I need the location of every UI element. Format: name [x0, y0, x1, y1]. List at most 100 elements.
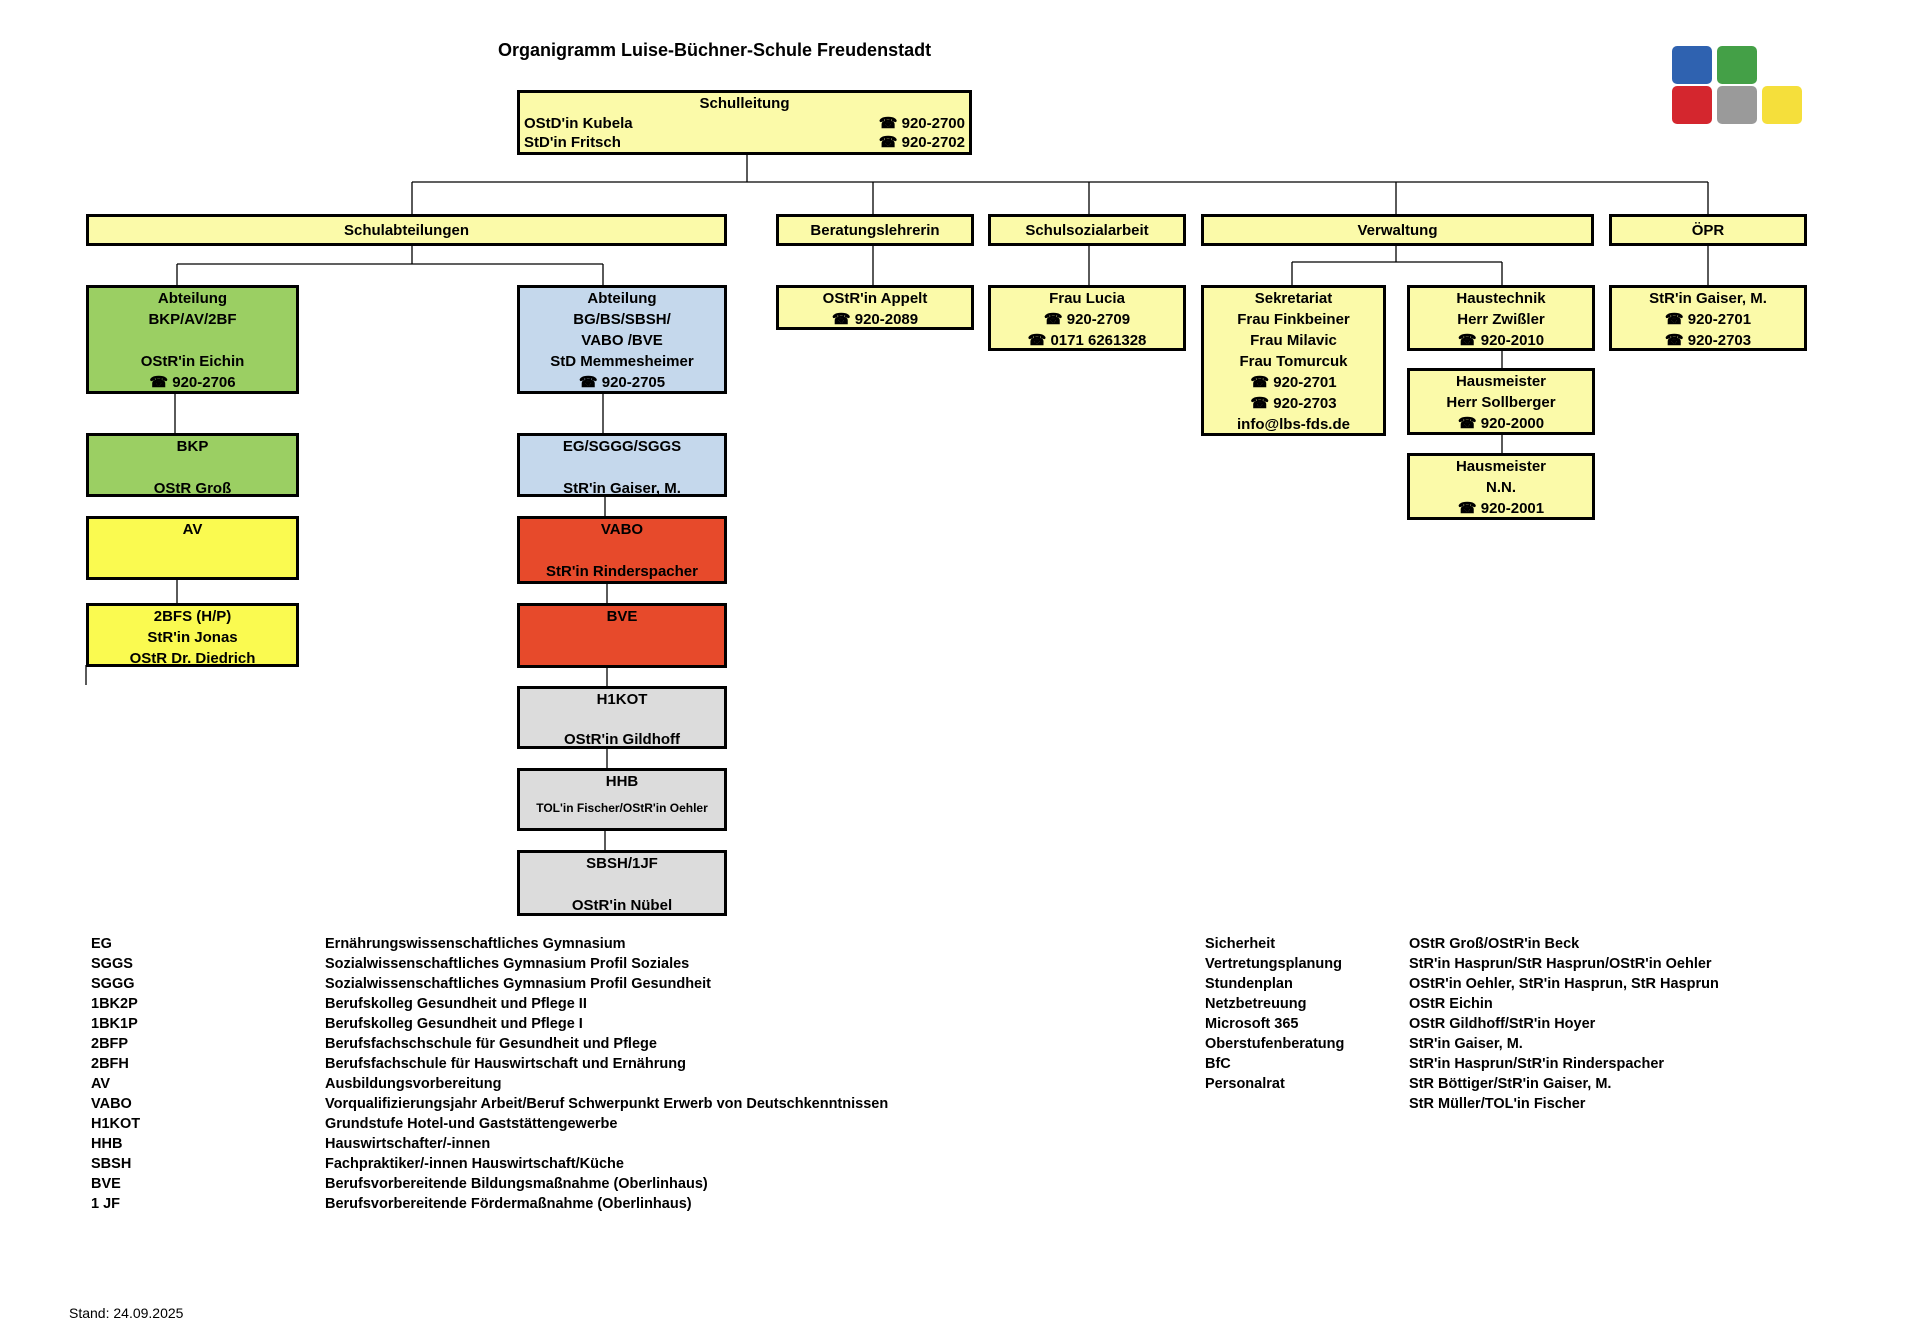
beratungslehrerin-box: Beratungslehrerin — [776, 214, 974, 246]
schulleitung-name: StD'in Fritsch — [524, 134, 621, 151]
box-line — [520, 874, 724, 895]
abbrev-key: 1BK1P — [91, 1016, 138, 1032]
hhb-box: HHB TOL'in Fischer/OStR'in Oehler — [517, 768, 727, 831]
school-logo — [1672, 46, 1812, 126]
box-line: ☎ 920-2701 — [1250, 374, 1337, 391]
schulleitung-phone: ☎ 920-2702 — [878, 134, 965, 151]
abbrev-key: SBSH — [91, 1156, 132, 1172]
logo-square-red — [1672, 86, 1712, 124]
box-line: StR'in Gaiser, M. — [1649, 290, 1767, 307]
schulleitung-title: Schulleitung — [699, 95, 790, 112]
sekretariat-box: Sekretariat Frau Finkbeiner Frau Milavic… — [1201, 285, 1386, 436]
oepr-gaiser-box: StR'in Gaiser, M. ☎ 920-2701 ☎ 920-2703 — [1609, 285, 1807, 351]
abbrev-value: Grundstufe Hotel-und Gaststättengewerbe — [325, 1116, 618, 1132]
logo-square-blue — [1672, 46, 1712, 84]
box-line: BG/BS/SBSH/ — [573, 311, 671, 328]
box-line: Hausmeister — [1455, 458, 1547, 475]
schulleitung-box: Schulleitung OStD'in Kubela ☎ 920-2700 S… — [517, 90, 972, 155]
role-value: OStR Eichin — [1409, 996, 1493, 1012]
2bfs-box: 2BFS (H/P) StR'in Jonas OStR Dr. Diedric… — [86, 603, 299, 667]
page-title: Organigramm Luise-Büchner-Schule Freuden… — [498, 40, 932, 60]
abbrev-value: Sozialwissenschaftliches Gymnasium Profi… — [325, 956, 690, 972]
box-line: H1KOT — [596, 691, 648, 708]
abbrev-value: Berufskolleg Gesundheit und Pflege I — [325, 1016, 583, 1032]
box-line: Abteilung — [587, 290, 657, 307]
schulsozialarbeit-box: Schulsozialarbeit — [988, 214, 1186, 246]
box-line: info@lbs-fds.de — [1237, 416, 1350, 433]
box-line — [520, 540, 724, 561]
role-value: StR'in Gaiser, M. — [1409, 1036, 1523, 1052]
lucia-box: Frau Lucia ☎ 920-2709 ☎ 0171 6261328 — [988, 285, 1186, 351]
logo-square-gray — [1717, 86, 1757, 124]
box-line: StR'in Gaiser, M. — [563, 480, 681, 497]
box-line: VABO — [600, 521, 644, 538]
abbrev-value: Berufsvorbereitende Bildungsmaßnahme (Ob… — [325, 1176, 708, 1192]
box-line: OStR'in Eichin — [140, 353, 245, 370]
box-line: StD Memmesheimer — [550, 353, 694, 370]
abbrev-value: Ausbildungsvorbereitung — [325, 1076, 502, 1092]
abbrev-key: EG — [91, 936, 112, 952]
box-line: ☎ 920-2089 — [831, 311, 919, 328]
box-line: ☎ 920-2703 — [1250, 395, 1337, 412]
abbrev-value: Berufsfachschule für Hauswirtschaft und … — [325, 1056, 686, 1072]
av-box: AV — [86, 516, 299, 580]
abbrev-value: Berufskolleg Gesundheit und Pflege II — [325, 996, 587, 1012]
abbrev-key: AV — [91, 1076, 111, 1092]
abbrev-value: Berufsfachschschule für Gesundheit und P… — [325, 1036, 657, 1052]
box-line: StR'in Jonas — [147, 629, 238, 646]
stand-date: Stand: 24.09.2025 — [69, 1305, 184, 1321]
schulabteilungen-label: Schulabteilungen — [343, 221, 469, 239]
abbrev-value: Vorqualifizierungsjahr Arbeit/Beruf Schw… — [325, 1096, 889, 1112]
abbrev-key: HHB — [91, 1136, 123, 1152]
role-key: Stundenplan — [1205, 976, 1293, 992]
box-line: StR'in Rinderspacher — [546, 563, 698, 580]
box-line: Frau Milavic — [1250, 332, 1337, 349]
box-line: Hausmeister — [1455, 373, 1547, 390]
bkp-box: BKP OStR Groß — [86, 433, 299, 497]
box-line: Frau Finkbeiner — [1237, 311, 1350, 328]
abbrev-key: 1 JF — [91, 1196, 121, 1212]
abbrev-value: Fachpraktiker/-innen Hauswirtschaft/Küch… — [325, 1156, 624, 1172]
box-line: Herr Sollberger — [1446, 394, 1556, 411]
schulleitung-phone: ☎ 920-2700 — [878, 115, 965, 132]
box-line: OStR Groß — [153, 480, 232, 497]
box-line: ☎ 920-2001 — [1457, 500, 1545, 517]
beratungslehrerin-label: Beratungslehrerin — [810, 221, 940, 239]
box-line: ☎ 920-2705 — [578, 374, 666, 391]
box-line: Haustechnik — [1456, 290, 1546, 307]
role-keys: Sicherheit Vertretungsplanung Stundenpla… — [1205, 934, 1395, 1114]
abbreviation-values: Ernährungswissenschaftliches Gymnasium S… — [325, 934, 1045, 1214]
box-line: OStR'in Nübel — [571, 897, 673, 914]
abbrev-key: SGGG — [91, 976, 135, 992]
box-line: Abteilung — [157, 290, 228, 307]
box-line — [89, 330, 296, 351]
box-line: ☎ 920-2709 — [1043, 311, 1131, 328]
role-value: StR'in Hasprun/StR Hasprun/OStR'in Oehle… — [1409, 956, 1712, 972]
role-value: StR'in Hasprun/StR'in Rinderspacher — [1409, 1056, 1665, 1072]
schulleitung-row: OStD'in Kubela ☎ 920-2700 — [520, 114, 969, 133]
box-line: ☎ 920-2703 — [1664, 332, 1752, 349]
logo-square-yellow — [1762, 86, 1802, 124]
abbrev-key: VABO — [91, 1096, 132, 1112]
box-line: Herr Zwißler — [1457, 311, 1545, 328]
abbreviation-keys: EG SGGS SGGG 1BK2P 1BK1P 2BFP 2BFH AV VA… — [91, 934, 311, 1214]
box-line: OStR'in Appelt — [822, 290, 928, 307]
hausmeister-nn-box: Hausmeister N.N. ☎ 920-2001 — [1407, 453, 1595, 520]
abbrev-value: Ernährungswissenschaftliches Gymnasium — [325, 936, 626, 952]
verwaltung-box: Verwaltung — [1201, 214, 1594, 246]
role-value: StR Böttiger/StR'in Gaiser, M. — [1409, 1076, 1612, 1092]
role-value: StR Müller/TOL'in Fischer — [1409, 1096, 1586, 1112]
box-line: ☎ 920-2706 — [149, 374, 236, 391]
box-line: BKP/AV/2BF — [148, 311, 237, 328]
sbsh-box: SBSH/1JF OStR'in Nübel — [517, 850, 727, 916]
schulabteilungen-box: Schulabteilungen — [86, 214, 727, 246]
bve-box: BVE — [517, 603, 727, 668]
role-key — [1205, 1094, 1395, 1114]
abbrev-key: SGGS — [91, 956, 133, 972]
box-line: ☎ 0171 6261328 — [1027, 332, 1147, 349]
logo-square-green — [1717, 46, 1757, 84]
box-line: BKP — [176, 438, 209, 455]
abbrev-key: 2BFH — [91, 1056, 129, 1072]
eg-sggg-box: EG/SGGG/SGGS StR'in Gaiser, M. — [517, 433, 727, 497]
box-line — [520, 710, 724, 729]
